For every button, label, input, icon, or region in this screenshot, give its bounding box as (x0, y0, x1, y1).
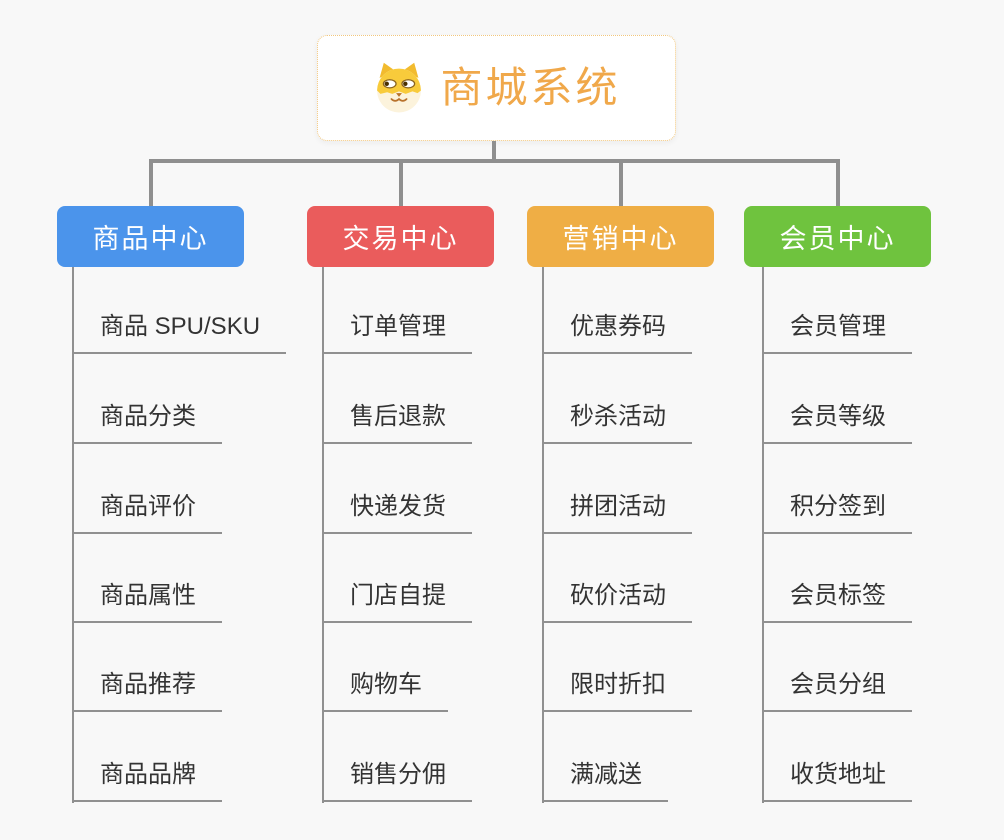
child-topic[interactable]: 会员管理 (762, 312, 912, 354)
child-topic[interactable]: 收货地址 (762, 760, 912, 802)
child-topic[interactable]: 会员分组 (762, 670, 912, 712)
branch-node-marketing[interactable]: 营销中心 (527, 206, 714, 267)
branch-children-product: 商品 SPU/SKU 商品分类 商品评价 商品属性 商品推荐 商品品牌 (72, 267, 302, 803)
child-topic[interactable]: 商品推荐 (72, 670, 222, 712)
connector-stub-branch3 (619, 163, 623, 207)
connector-column-line (72, 267, 74, 803)
child-topic[interactable]: 优惠券码 (542, 312, 692, 354)
child-topic[interactable]: 商品评价 (72, 492, 222, 534)
branch-node-trade[interactable]: 交易中心 (307, 206, 494, 267)
child-topic[interactable]: 快递发货 (322, 492, 472, 534)
child-topic[interactable]: 拼团活动 (542, 492, 692, 534)
connector-column-line (762, 267, 764, 803)
connector-stub-branch4 (836, 159, 840, 207)
child-topic[interactable]: 销售分佣 (322, 760, 472, 802)
branch-node-product[interactable]: 商品中心 (57, 206, 244, 267)
connector-column-line (322, 267, 324, 803)
child-topic[interactable]: 会员标签 (762, 581, 912, 623)
child-topic[interactable]: 砍价活动 (542, 581, 692, 623)
child-topic[interactable]: 积分签到 (762, 492, 912, 534)
child-topic[interactable]: 商品品牌 (72, 760, 222, 802)
child-topic[interactable]: 门店自提 (322, 581, 472, 623)
connector-root-stem (492, 141, 496, 163)
branch-children-marketing: 优惠券码 秒杀活动 拼团活动 砍价活动 限时折扣 满减送 (542, 267, 772, 803)
connector-bus (149, 159, 840, 163)
connector-column-line (542, 267, 544, 803)
branch-node-member[interactable]: 会员中心 (744, 206, 931, 267)
child-topic[interactable]: 订单管理 (322, 312, 472, 354)
dog-icon (377, 62, 422, 113)
connector-stub-branch2 (399, 163, 403, 207)
root-topic-label: 商城系统 (440, 64, 621, 111)
branch-children-member: 会员管理 会员等级 积分签到 会员标签 会员分组 收货地址 (762, 267, 992, 803)
child-topic[interactable]: 秒杀活动 (542, 402, 692, 444)
connector-stub-branch1 (149, 159, 153, 207)
child-topic[interactable]: 限时折扣 (542, 670, 692, 712)
child-topic[interactable]: 商品分类 (72, 402, 222, 444)
child-topic[interactable]: 商品 SPU/SKU (72, 312, 287, 354)
branch-children-trade: 订单管理 售后退款 快递发货 门店自提 购物车 销售分佣 (322, 267, 552, 803)
child-topic[interactable]: 购物车 (322, 670, 448, 712)
child-topic[interactable]: 商品属性 (72, 581, 222, 623)
child-topic[interactable]: 满减送 (542, 760, 668, 802)
child-topic[interactable]: 会员等级 (762, 402, 912, 444)
root-topic[interactable]: 商城系统 (317, 35, 676, 141)
child-topic[interactable]: 售后退款 (322, 402, 472, 444)
